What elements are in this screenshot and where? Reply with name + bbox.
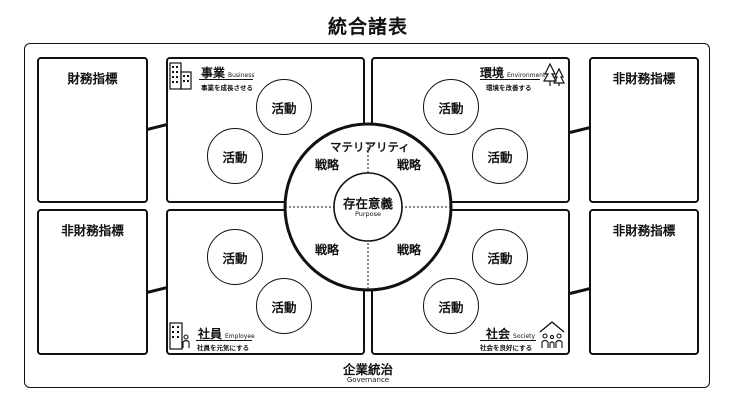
employee-label-en: Employee: [225, 333, 255, 340]
environment-activity-2: 活動: [472, 128, 528, 184]
employee-subtitle: 社員を元気にする: [197, 344, 250, 352]
diagram-title: 統合諸表: [327, 16, 408, 38]
strategy-bottom-left: 戦略: [315, 243, 340, 257]
office-building-icon: [169, 62, 192, 90]
non-financial-indicators-box-top-right: 非財務指標: [589, 57, 699, 203]
environment-label-ja: 環境: [480, 66, 505, 80]
business-activity-2: 活動: [207, 128, 263, 184]
non-financial-indicators-label-top-right: 非財務指標: [612, 71, 676, 86]
society-activity-1: 活動: [472, 229, 528, 285]
non-financial-indicators-box-left: 非財務指標: [37, 209, 148, 355]
non-financial-indicators-label-left: 非財務指標: [61, 223, 124, 238]
community-house-icon: [539, 321, 565, 348]
integrated-statement-frame: [24, 43, 710, 388]
society-label-en: Society: [513, 333, 536, 340]
business-label-en: Business: [228, 72, 255, 79]
environment-activity-1: 活動: [423, 79, 479, 135]
employee-label-ja: 社員: [198, 327, 223, 341]
environment-underline: [480, 79, 540, 80]
business-activity-1: 活動: [256, 79, 312, 135]
employee-activity-1: 活動: [207, 229, 263, 285]
governance-label-en: Governance: [346, 376, 390, 384]
materiality-title: マテリアリティ: [330, 140, 410, 154]
governance-label: 企業統治: [342, 362, 393, 377]
business-underline: [199, 79, 253, 80]
employees-icon: [169, 322, 190, 350]
society-subtitle: 社会を良好にする: [480, 344, 533, 352]
forest-icon: [542, 62, 565, 86]
financial-indicators-label: 財務指標: [67, 71, 118, 86]
employee-activity-2: 活動: [256, 278, 312, 334]
purpose-label-en: Purpose: [354, 210, 382, 218]
business-subtitle: 事業を成長させる: [201, 84, 253, 92]
business-label-ja: 事業: [201, 66, 226, 80]
strategy-top-right: 戦略: [397, 158, 422, 172]
environment-subtitle: 環境を改善する: [486, 84, 532, 92]
purpose-label: 存在意義: [342, 196, 393, 211]
society-activity-2: 活動: [423, 278, 479, 334]
employee-underline: [196, 340, 252, 341]
society-label-ja: 社会: [486, 327, 511, 341]
materiality-ring: マテリアリティ 戦略 戦略 戦略 戦略 存在意義 Purpose: [282, 121, 454, 293]
materiality-ring-graphic: [283, 122, 453, 292]
non-financial-indicators-box-bottom-right: 非財務指標: [589, 209, 699, 355]
non-financial-indicators-label-bottom-right: 非財務指標: [612, 223, 676, 238]
strategy-bottom-right: 戦略: [397, 243, 422, 257]
environment-label-en: Environment: [507, 72, 546, 79]
financial-indicators-box: 財務指標: [37, 57, 148, 203]
strategy-top-left: 戦略: [315, 158, 340, 172]
society-underline: [480, 340, 536, 341]
